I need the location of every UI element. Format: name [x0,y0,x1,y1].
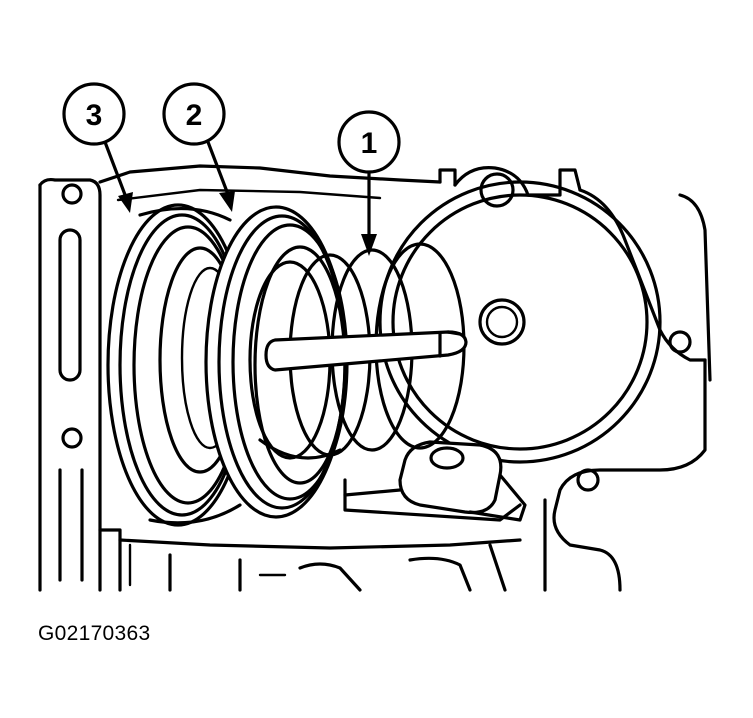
callout-1: 1 [337,110,401,174]
callout-2: 2 [162,82,226,146]
callout-2-label: 2 [186,99,203,132]
callout-1-label: 1 [361,127,378,160]
figure-code: G02170363 [38,622,151,645]
transmission-case [38,164,712,592]
callout-leaders [103,140,377,256]
lever-bracket [343,440,527,522]
accumulator-bore [378,180,662,464]
callout-3-label: 3 [86,99,103,132]
callout-3: 3 [62,82,126,146]
guide-pin [264,330,468,372]
